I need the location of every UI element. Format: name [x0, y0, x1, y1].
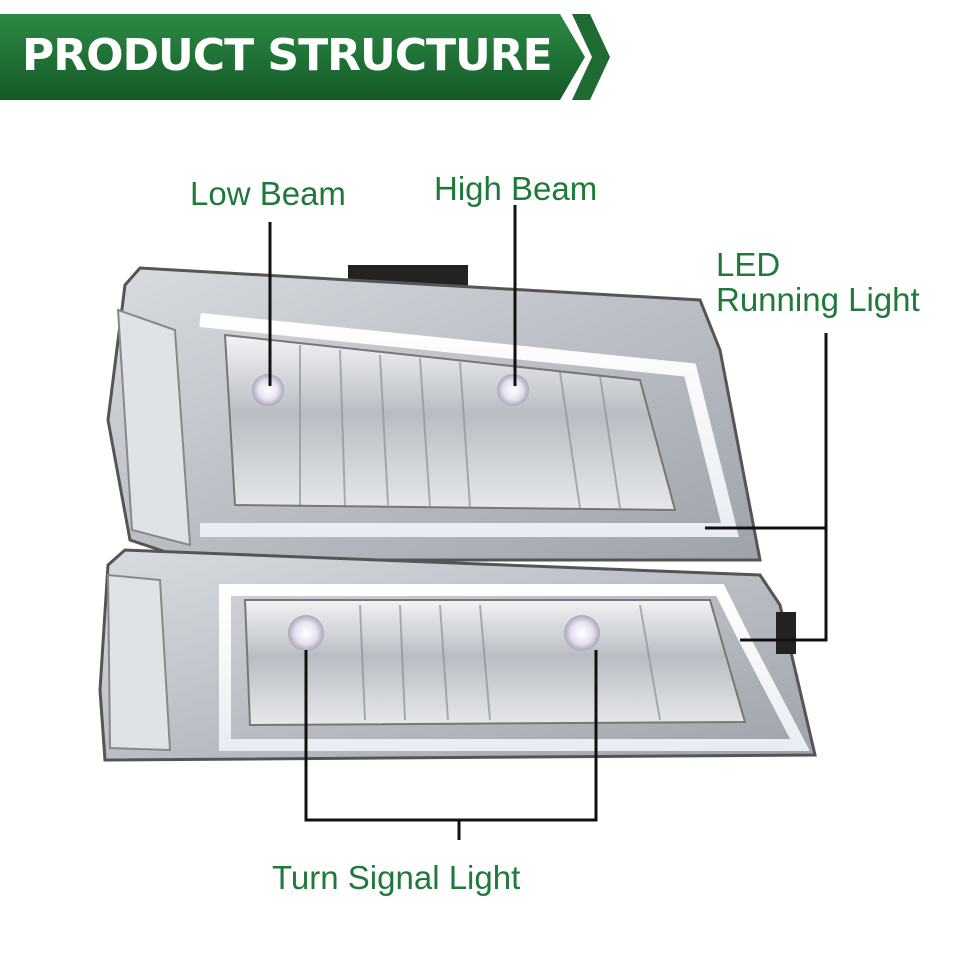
turn-signal-bracket-line: [304, 650, 598, 822]
upper-side-lens: [116, 308, 192, 547]
lower-side-lens: [106, 573, 172, 752]
wire-connector: [776, 612, 796, 654]
upper-reflector: [223, 333, 677, 512]
turn-signal-bulb-right: [564, 615, 600, 651]
page-title: PRODUCT STRUCTURE: [22, 30, 553, 81]
led-running-leader-line: [740, 333, 828, 642]
lower-led-light-guide: [219, 584, 810, 751]
leader-lines: [268, 205, 828, 840]
led-running-light-label-line1: LED: [716, 246, 781, 283]
low-beam-bulb: [252, 374, 284, 406]
upper-led-light-guide: [199, 313, 739, 537]
led-running-light-label: LED Running Light: [716, 247, 920, 317]
banner-arrow-shape: [0, 14, 610, 100]
turn-signal-bulb-left: [288, 615, 324, 651]
led-running-light-label-line2: Running Light: [716, 281, 920, 318]
section-banner: PRODUCT STRUCTURE: [0, 14, 610, 100]
lower-reflector-fins: [359, 604, 661, 721]
turn-signal-label: Turn Signal Light: [272, 859, 521, 896]
low-beam-label: Low Beam: [190, 175, 346, 212]
lower-reflector: [243, 599, 747, 727]
high-beam-bulb: [497, 374, 529, 406]
upper-reflector-fins: [299, 345, 621, 509]
headlight-assembly: [98, 265, 817, 762]
high-beam-label: High Beam: [434, 170, 598, 207]
